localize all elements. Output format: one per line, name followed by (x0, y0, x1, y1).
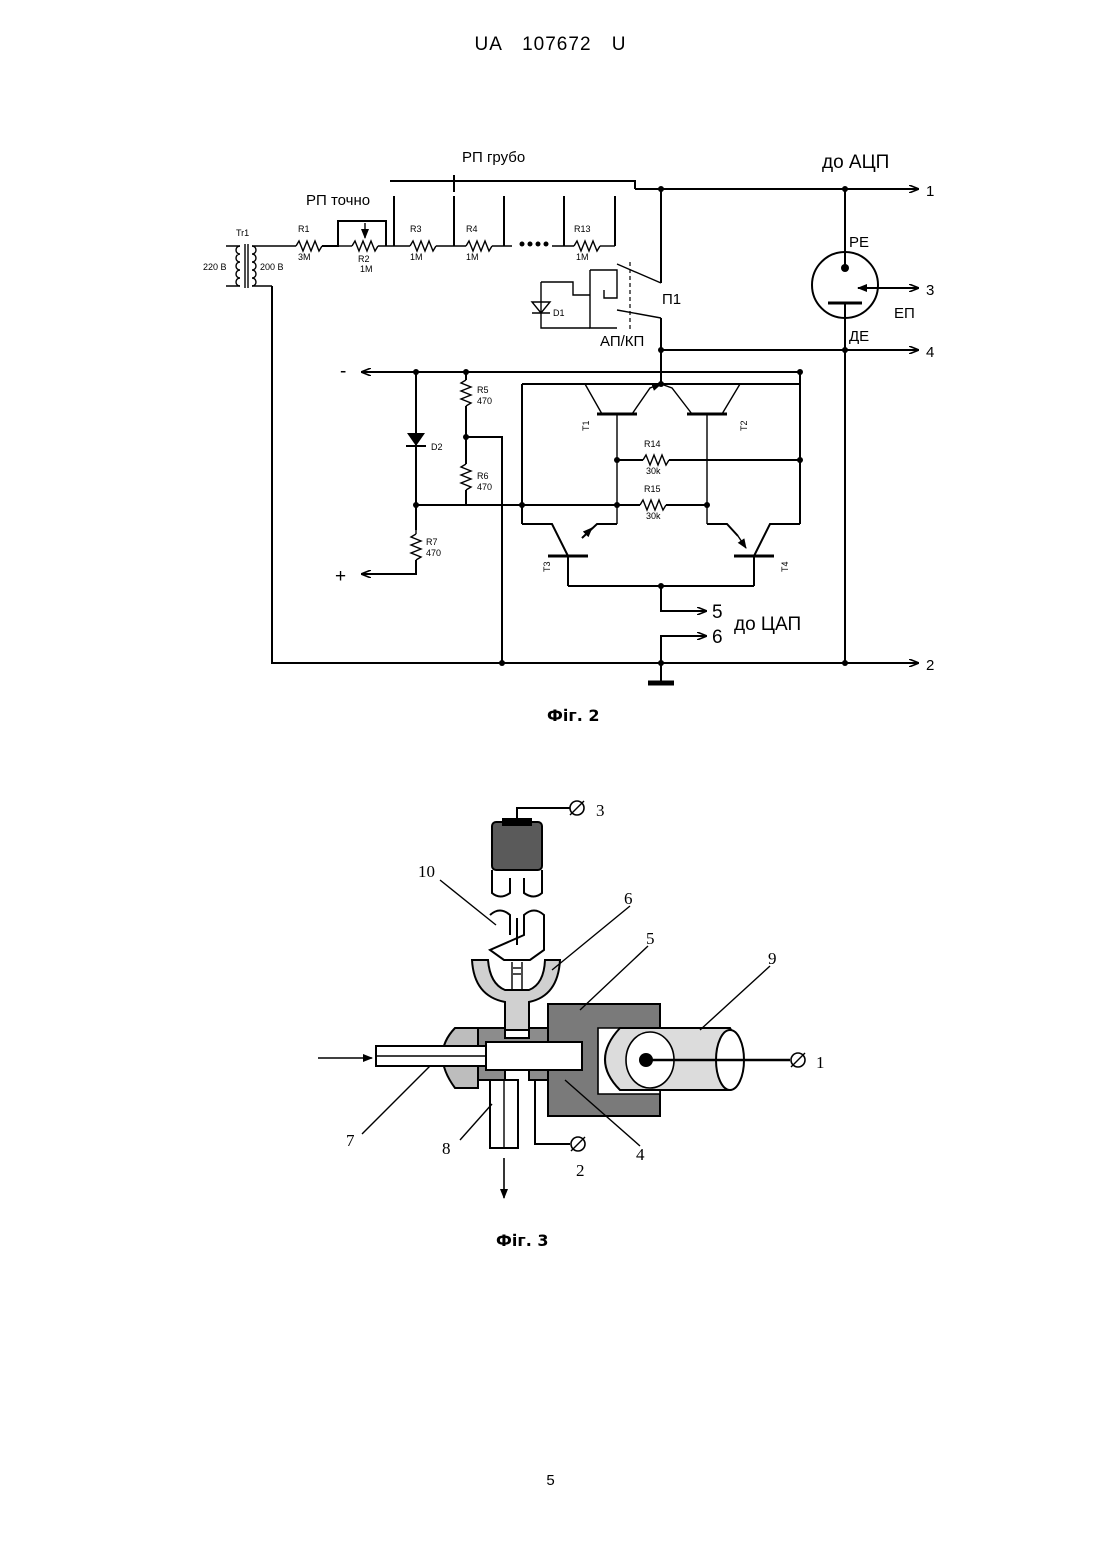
terminal-4-label: 4 (926, 344, 934, 361)
r1-name: R1 (298, 224, 310, 234)
resistor-r14 (643, 455, 669, 465)
r1-value: 3M (298, 252, 311, 262)
fig3-label-2: 2 (576, 1161, 585, 1180)
resistor-r5 (461, 380, 471, 406)
label-do-cap: до ЦАП (734, 614, 801, 635)
resistor-r4 (466, 241, 492, 251)
terminal-1-label: 1 (926, 183, 934, 200)
resistor-r13 (574, 241, 600, 251)
fig3-caption: Фіг. 3 (496, 1231, 549, 1250)
r5-value: 470 (477, 396, 492, 406)
fig2-circuit: РП грубо РП точно до АЦП 1 Tr1 220 В 200… (203, 149, 934, 683)
r15-name: R15 (644, 484, 661, 494)
label-do-acp: до АЦП (822, 152, 889, 173)
r5-name: R5 (477, 385, 489, 395)
fig2-caption: Фіг. 2 (547, 706, 600, 725)
r4-value: 1M (466, 252, 479, 262)
fig3-label-5: 5 (646, 929, 655, 948)
terminal-3-label: 3 (926, 282, 934, 299)
resistor-r6 (461, 464, 471, 490)
resistor-r15 (640, 500, 666, 510)
terminal-6-label: 6 (712, 627, 723, 648)
fig3-label-6: 6 (624, 889, 633, 908)
t2-label: T2 (739, 420, 749, 431)
d1-label: D1 (553, 308, 565, 318)
terminal-5-label: 5 (712, 602, 723, 623)
r13-name: R13 (574, 224, 591, 234)
resistor-r1 (296, 241, 322, 251)
label-p1: П1 (662, 291, 681, 308)
r7-name: R7 (426, 537, 438, 547)
resistor-r2 (352, 241, 378, 251)
fig3-label-9: 9 (768, 949, 777, 968)
coarse-selector-bar (390, 181, 635, 189)
fig3-label-3: 3 (596, 801, 605, 820)
fig3-label-7: 7 (346, 1131, 355, 1150)
r6-value: 470 (477, 482, 492, 492)
r4-name: R4 (466, 224, 478, 234)
r14-name: R14 (644, 439, 661, 449)
r2-value: 1M (360, 264, 373, 274)
label-ap-kp: АП/КП (600, 333, 644, 350)
fig3-label-4: 4 (636, 1145, 645, 1164)
r2-name: R2 (358, 254, 370, 264)
label-rp-tochno: РП точно (306, 192, 370, 209)
r6-name: R6 (477, 471, 489, 481)
t4-label: T4 (780, 561, 790, 572)
d2-label: D2 (431, 442, 443, 452)
label-rp-grubo: РП грубо (462, 149, 525, 166)
r14-value: 30k (646, 466, 661, 476)
resistor-r3 (410, 241, 436, 251)
label-ep: ЕП (894, 305, 915, 322)
label-de: ДЕ (849, 328, 869, 345)
r7-value: 470 (426, 548, 441, 558)
tr1-secondary-label: 200 В (260, 262, 284, 272)
r3-name: R3 (410, 224, 422, 234)
label-re: РЕ (849, 234, 869, 251)
t3-label: T3 (542, 561, 552, 572)
terminal-2-label: 2 (926, 657, 934, 674)
fig3-label-10: 10 (418, 862, 435, 881)
fig3-label-8: 8 (442, 1139, 451, 1158)
diode-d2 (407, 433, 425, 446)
resistor-r7 (411, 534, 421, 560)
r15-value: 30k (646, 511, 661, 521)
transformer-tr1: Tr1 220 В 200 В (203, 228, 284, 288)
t1-label: T1 (581, 420, 591, 431)
label-plus: + (335, 566, 346, 587)
tr1-primary-label: 220 В (203, 262, 227, 272)
label-minus: - (340, 361, 346, 382)
fig3-label-1: 1 (816, 1053, 825, 1072)
reference-electrode-body (492, 822, 542, 870)
bottom-rail (272, 286, 918, 663)
page-number: 5 (0, 1472, 1101, 1489)
tr1-label: Tr1 (236, 228, 249, 238)
r13-value: 1M (576, 252, 589, 262)
part-6 (472, 960, 560, 1030)
fig3-device: 3 10 6 7 8 2 (318, 801, 825, 1198)
r3-value: 1M (410, 252, 423, 262)
